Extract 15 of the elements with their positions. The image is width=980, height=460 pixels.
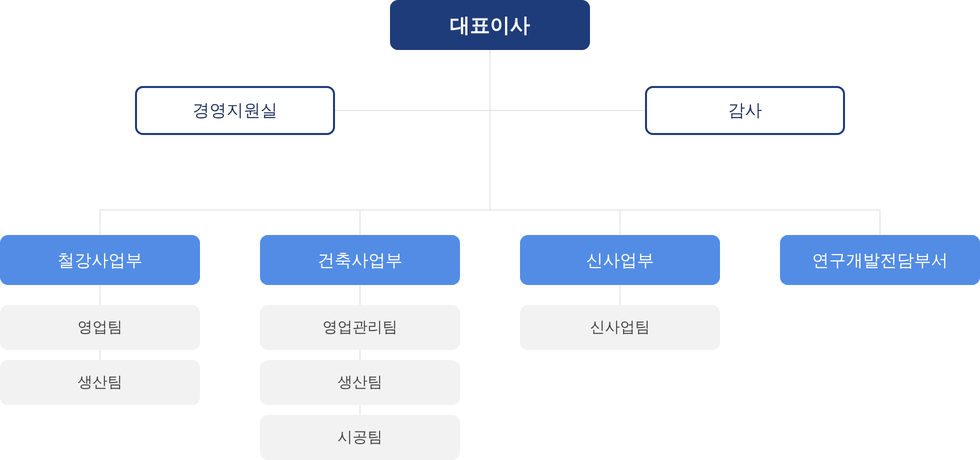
office-box: 경영지원실 xyxy=(135,86,335,135)
department-box: 연구개발전담부서 xyxy=(780,235,980,285)
team-box: 생산팀 xyxy=(260,360,460,405)
office-box: 감사 xyxy=(645,86,845,135)
connector-line xyxy=(620,210,880,236)
executive-box: 대표이사 xyxy=(390,0,590,50)
department-box: 신사업부 xyxy=(520,235,720,285)
team-box: 생산팀 xyxy=(0,360,200,405)
team-box: 신사업팀 xyxy=(520,305,720,350)
team-box: 시공팀 xyxy=(260,415,460,460)
connector-line xyxy=(100,210,360,236)
department-box: 건축사업부 xyxy=(260,235,460,285)
department-box: 철강사업부 xyxy=(0,235,200,285)
team-box: 영업관리팀 xyxy=(260,305,460,350)
team-box: 영업팀 xyxy=(0,305,200,350)
